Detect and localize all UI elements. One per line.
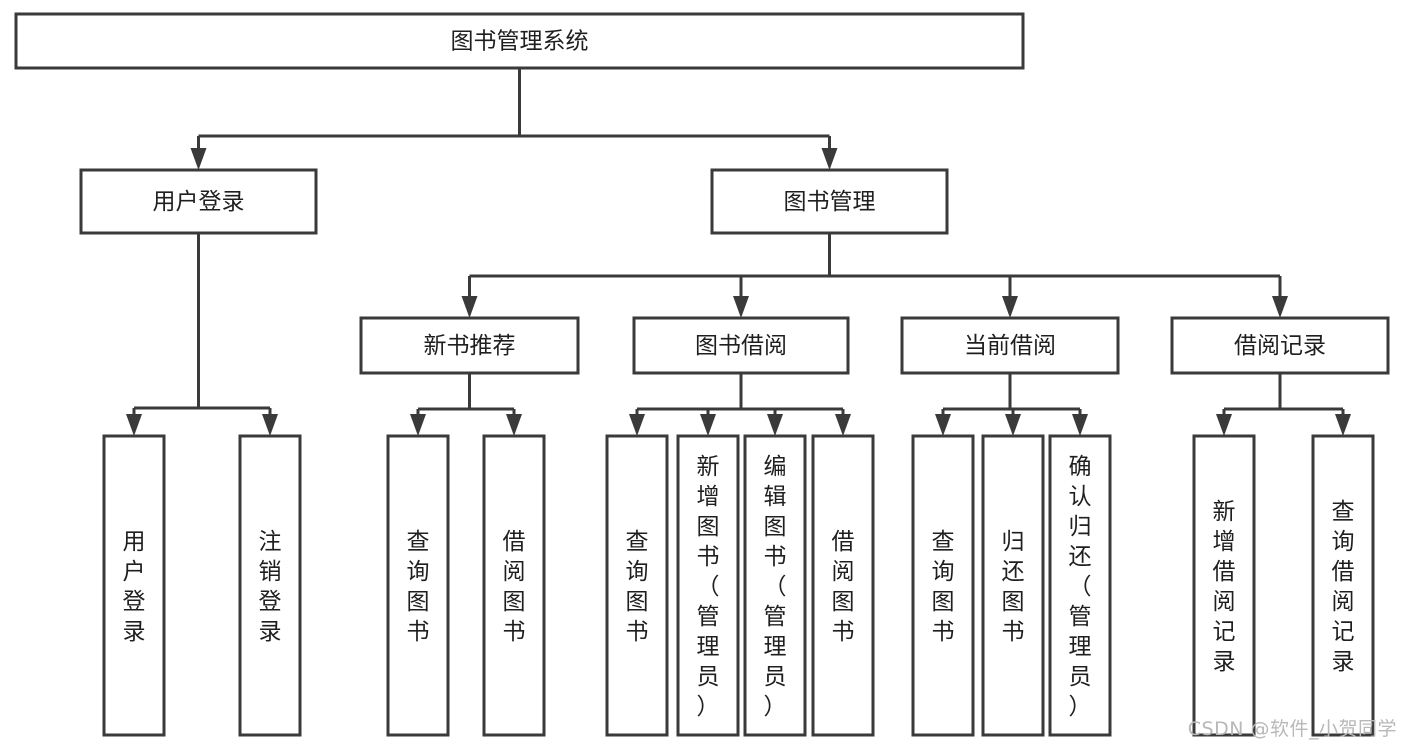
node-leaf-add-borrow-record-box: [1192, 434, 1256, 737]
connectors-layer: [126, 68, 1351, 436]
node-leaf-query-book-2[interactable]: 查询图书: [605, 434, 669, 737]
arrow-head-icon: [262, 414, 278, 436]
node-leaf-add-book-admin-label: 新增图书（管理员）: [697, 454, 720, 720]
arrow-head-icon: [821, 148, 838, 170]
arrow-head-icon: [629, 414, 645, 436]
node-current-borrow[interactable]: 当前借阅: [900, 316, 1120, 375]
node-book-borrow[interactable]: 图书借阅: [632, 316, 850, 375]
node-leaf-borrow-book-1[interactable]: 借阅图书: [482, 434, 546, 737]
node-leaf-confirm-return-admin-label: 确认归还（管理员）: [1069, 454, 1092, 720]
arrow-head-icon: [700, 414, 716, 436]
node-book-manage[interactable]: 图书管理: [710, 168, 949, 235]
node-leaf-add-borrow-record[interactable]: 新增借阅记录: [1192, 434, 1256, 737]
node-leaf-return-book-label: 归还图书: [1002, 529, 1025, 645]
arrow-head-icon: [1335, 414, 1351, 436]
node-borrow-record-box: [1170, 316, 1390, 375]
node-user-login-box: [79, 168, 318, 235]
node-leaf-add-borrow-record-label: 新增借阅记录: [1213, 499, 1236, 675]
node-leaf-confirm-return-admin-box: [1048, 434, 1112, 737]
node-book-manage-box: [710, 168, 949, 235]
node-leaf-return-book[interactable]: 归还图书: [981, 434, 1045, 737]
arrow-head-icon: [1005, 414, 1021, 436]
node-book-borrow-box: [632, 316, 850, 375]
node-leaf-query-book-3-box: [911, 434, 975, 737]
node-leaf-add-book-admin-box: [676, 434, 740, 737]
node-leaf-edit-book-admin-box: [743, 434, 807, 737]
node-leaf-edit-book-admin-label: 编辑图书（管理员）: [764, 454, 787, 720]
node-book-borrow-label: 图书借阅: [695, 333, 787, 359]
node-leaf-query-book-3-label: 查询图书: [932, 529, 955, 645]
node-leaf-query-book-3[interactable]: 查询图书: [911, 434, 975, 737]
node-leaf-borrow-book-1-label: 借阅图书: [503, 529, 526, 645]
node-leaf-query-book-1-label: 查询图书: [407, 529, 430, 645]
node-leaf-query-book-2-box: [605, 434, 669, 737]
node-leaf-query-borrow-record-box: [1311, 434, 1375, 737]
node-leaf-user-logout-box: [238, 434, 302, 737]
node-root-label: 图书管理系统: [451, 29, 589, 55]
arrow-head-icon: [126, 414, 142, 436]
node-leaf-edit-book-admin[interactable]: 编辑图书（管理员）: [743, 434, 807, 737]
node-leaf-user-logout-label: 注销登录: [259, 529, 282, 645]
node-leaf-borrow-book-2-label: 借阅图书: [832, 529, 855, 645]
node-new-book-recommend[interactable]: 新书推荐: [359, 316, 580, 375]
node-current-borrow-label: 当前借阅: [964, 333, 1056, 359]
arrow-head-icon: [1072, 414, 1088, 436]
node-root[interactable]: 图书管理系统: [14, 12, 1025, 70]
node-leaf-user-login-label: 用户登录: [123, 529, 146, 645]
node-leaf-query-book-1[interactable]: 查询图书: [386, 434, 450, 737]
arrow-head-icon: [1002, 296, 1018, 318]
node-leaf-borrow-book-2[interactable]: 借阅图书: [811, 434, 875, 737]
arrow-head-icon: [733, 296, 749, 318]
node-current-borrow-box: [900, 316, 1120, 375]
node-leaf-query-book-1-box: [386, 434, 450, 737]
node-leaf-query-borrow-record-label: 查询借阅记录: [1332, 499, 1355, 675]
arrow-head-icon: [1272, 296, 1288, 318]
node-leaf-borrow-book-1-box: [482, 434, 546, 737]
node-leaf-user-login-box: [102, 434, 166, 737]
node-leaf-user-logout[interactable]: 注销登录: [238, 434, 302, 737]
arrow-head-icon: [767, 414, 783, 436]
node-user-login-label: 用户登录: [153, 189, 245, 215]
node-new-book-recommend-box: [359, 316, 580, 375]
arrow-head-icon: [506, 414, 522, 436]
arrow-head-icon: [410, 414, 426, 436]
node-user-login[interactable]: 用户登录: [79, 168, 318, 235]
arrow-head-icon: [1216, 414, 1232, 436]
node-borrow-record-label: 借阅记录: [1234, 333, 1326, 359]
node-leaf-confirm-return-admin[interactable]: 确认归还（管理员）: [1048, 434, 1112, 737]
node-leaf-borrow-book-2-box: [811, 434, 875, 737]
arrow-head-icon: [461, 296, 478, 318]
node-book-manage-label: 图书管理: [784, 189, 876, 215]
arrow-head-icon: [935, 414, 951, 436]
node-leaf-user-login[interactable]: 用户登录: [102, 434, 166, 737]
arrow-head-icon: [190, 148, 207, 170]
node-leaf-query-book-2-label: 查询图书: [626, 529, 649, 645]
node-leaf-return-book-box: [981, 434, 1045, 737]
nodes-layer: 图书管理系统用户登录图书管理新书推荐图书借阅当前借阅借阅记录用户登录注销登录查询…: [14, 12, 1390, 737]
node-borrow-record[interactable]: 借阅记录: [1170, 316, 1390, 375]
node-leaf-add-book-admin[interactable]: 新增图书（管理员）: [676, 434, 740, 737]
node-root-box: [14, 12, 1025, 70]
node-new-book-recommend-label: 新书推荐: [424, 333, 516, 359]
node-leaf-query-borrow-record[interactable]: 查询借阅记录: [1311, 434, 1375, 737]
arrow-head-icon: [835, 414, 851, 436]
